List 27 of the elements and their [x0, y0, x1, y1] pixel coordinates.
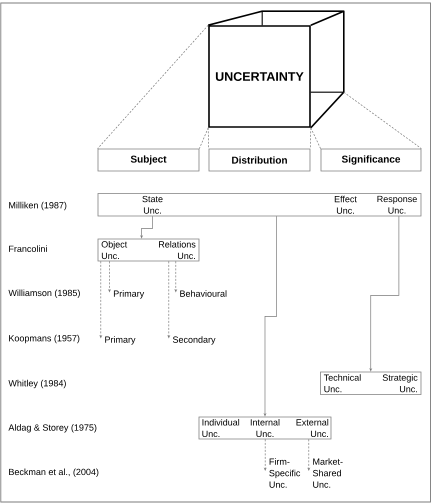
cube: UNCERTAINTY	[208, 10, 345, 128]
dashed-line	[310, 127, 312, 149]
term-label: Primary	[105, 336, 136, 345]
category-box: Subject	[98, 148, 200, 172]
category-box: Significance	[320, 148, 422, 172]
dashed-line	[97, 24, 209, 149]
citation-label: Aldag & Storey (1975)	[8, 424, 96, 432]
term-label: Behavioural	[180, 290, 226, 297]
citation-label: Williamson (1985)	[8, 290, 80, 298]
category-box: Distribution	[208, 148, 310, 172]
term-box: Individual Unc. Internal Unc. External Unc.	[198, 416, 332, 440]
term-label: Firm-Specific Unc.	[269, 458, 300, 488]
dashed-line	[343, 92, 422, 149]
term-box: Technical Unc. Strategic Unc.	[320, 372, 422, 395]
term-box: Object Unc. Relations Unc.	[98, 238, 200, 262]
dashed-line	[199, 127, 209, 149]
citation-label: Whitley (1984)	[8, 380, 66, 388]
citation-label: Francolini	[9, 245, 47, 252]
citation-label: Milliken (1987)	[9, 202, 66, 210]
citation-label: Beckman et al., (2004)	[9, 468, 98, 477]
dashed-line	[208, 127, 209, 149]
term-label: Market-Shared Unc.	[312, 458, 343, 488]
term-box: State Unc. Effect Unc. Response Unc.	[98, 193, 422, 216]
dashed-line	[310, 127, 321, 149]
citation-label: Koopmans (1957)	[9, 334, 80, 344]
term-label: Secondary	[172, 336, 216, 345]
term-label: Primary	[114, 290, 144, 299]
